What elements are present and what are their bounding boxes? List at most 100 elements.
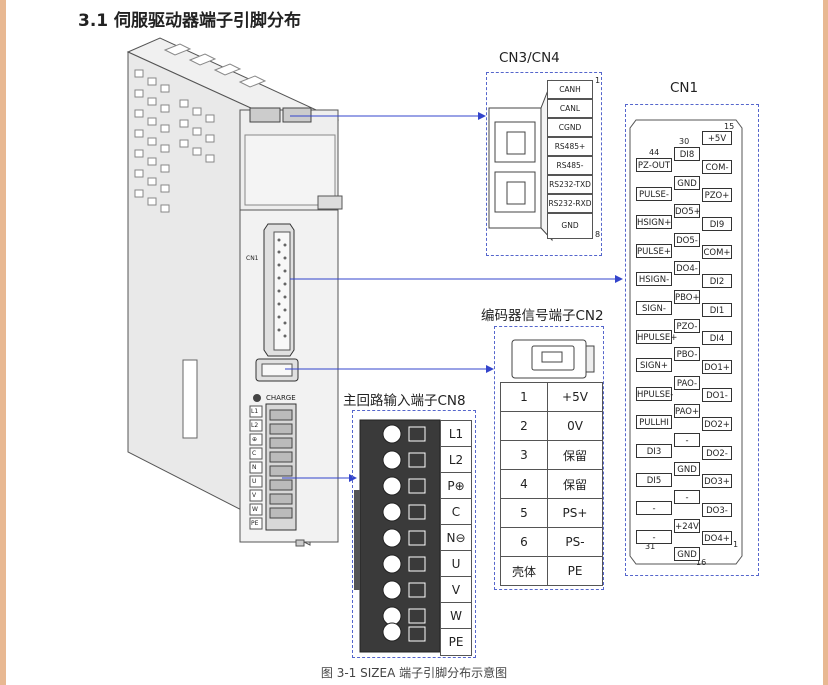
cn2-pin-num: 2 (500, 411, 548, 441)
cn1-pin-label: HSIGN- (636, 272, 672, 287)
cn1-pin-label: DI1 (702, 302, 732, 317)
cn1-pin-num: 31 (645, 542, 656, 551)
cn1-pin-label: +24V (674, 518, 700, 533)
cn1-pin-label: PULSE+ (636, 243, 672, 258)
figure-caption: 图 3-1 SIZEA 端子引脚分布示意图 (320, 666, 508, 680)
cn1-pin-num: 30 (679, 137, 690, 146)
cn1-pin-label: - (674, 433, 700, 447)
cn1-pin-num: 15 (724, 122, 735, 131)
cn1-pin-label: PZ-OUT (636, 158, 672, 172)
cn8-terminal: L1 (440, 420, 472, 448)
cn1-pin-label: HPULSE- (636, 386, 673, 401)
cn2-pin-num: 4 (500, 469, 548, 499)
cn8-terminal: N⊖ (440, 524, 472, 552)
cn2-signal: PS+ (547, 498, 603, 528)
drive-term-label: N (252, 464, 257, 471)
cn1-pin-label: DO5+ (674, 204, 701, 219)
cn8-label: 主回路输入端子CN8 (343, 393, 466, 409)
cn1-pin-label: PAO+ (674, 404, 700, 419)
cn34-pin: RS485+ (547, 137, 593, 156)
cn1-pin-label: - (674, 490, 700, 505)
cn34-box (486, 72, 602, 256)
cn2-pin-num: 6 (500, 527, 548, 557)
cn1-side-label: CN1 (246, 255, 259, 262)
cn1-pin-label: PBO- (674, 347, 700, 362)
drive-term-label: L1 (251, 408, 259, 415)
cn2-pin-num: 5 (500, 498, 548, 528)
cn1-pin-label: DI8 (674, 147, 700, 161)
cn2-pin-num: 壳体 (500, 556, 548, 586)
cn1-pin-label: GND (674, 461, 700, 476)
charge-label: CHARGE (266, 394, 296, 402)
cn2-pin-num: 3 (500, 440, 548, 470)
cn1-pin-label: DO3- (702, 502, 732, 517)
cn1-pin-label: COM+ (702, 245, 732, 260)
cn34-label: CN3/CN4 (499, 50, 560, 66)
cn1-pin-label: HSIGN+ (636, 215, 672, 230)
cn8-box (352, 410, 476, 658)
cn1-pin-label: PULLHI (636, 415, 672, 430)
cn2-label: 编码器信号端子CN2 (481, 308, 604, 324)
cn1-pin-label: PAO- (674, 375, 700, 390)
drive-term-label: W (252, 506, 258, 513)
cn2-signal: PS- (547, 527, 603, 557)
cn1-pin-label: HPULSE+ (636, 329, 677, 344)
cn2-signal: PE (547, 556, 603, 586)
drive-term-label: V (252, 492, 257, 499)
cn8-terminal: P⊕ (440, 472, 472, 500)
cn1-pin-label: PULSE- (636, 186, 672, 201)
cn2-signal: 保留 (547, 440, 603, 470)
cn1-pin-label: DO5- (674, 232, 700, 247)
cn1-pin-label: COM- (702, 159, 732, 174)
cn8-terminal: PE (440, 628, 472, 656)
cn1-pin-label: DO4+ (702, 531, 732, 546)
cn1-pin-num: 44 (649, 148, 660, 157)
cn1-box (625, 104, 759, 576)
cn1-pin-label: +5V (702, 131, 732, 145)
cn2-box (494, 326, 604, 590)
cn1-pin-label: - (636, 529, 672, 544)
cn1-pin-label: DO4- (674, 261, 700, 276)
cn34-num-bottom: 8 (595, 230, 601, 239)
cn1-pin-label: PZO- (674, 318, 700, 333)
cn8-terminal: U (440, 550, 472, 578)
cn34-pin: CANL (547, 99, 593, 118)
cn2-signal: +5V (547, 382, 603, 412)
cn1-pin-label: GND (674, 547, 700, 562)
cn1-pin-label: PBO+ (674, 290, 700, 304)
cn1-pin-label: - (636, 501, 672, 516)
cn1-pin-label: DO3+ (702, 474, 732, 489)
cn1-pin-label: DO2- (702, 445, 732, 460)
cn1-label: CN1 (670, 80, 699, 96)
cn1-pin-num: 16 (696, 558, 707, 567)
cn1-pin-label: GND (674, 175, 700, 190)
table-row: 1+5V (500, 382, 603, 412)
cn1-pin-num: 1 (733, 540, 739, 549)
cn1-pin-label: DI9 (702, 216, 732, 231)
cn1-pin-label: DI5 (636, 472, 672, 487)
cn34-pin: RS232-TXD (547, 175, 593, 194)
cn34-num-top: 1 (595, 76, 601, 85)
cn1-pin-label: SIGN- (636, 301, 672, 315)
cn1-pin-label: DI3 (636, 444, 672, 458)
drive-term-label: PE (251, 520, 259, 527)
cn8-terminal: W (440, 602, 472, 630)
drive-term-label: C (252, 450, 257, 457)
cn34-pin: RS485- (547, 156, 593, 175)
cn1-pin-label: DO1- (702, 388, 732, 403)
cn1-pin-label: DI4 (702, 331, 732, 346)
cn2-pin-num: 1 (500, 382, 548, 412)
cn1-pin-label: DO2+ (702, 417, 732, 431)
drive-term-label: U (252, 478, 257, 485)
cn2-signal: 0V (547, 411, 603, 441)
drive-term-label: ⊕ (252, 436, 258, 443)
cn34-pin: RS232-RXD (547, 194, 593, 213)
